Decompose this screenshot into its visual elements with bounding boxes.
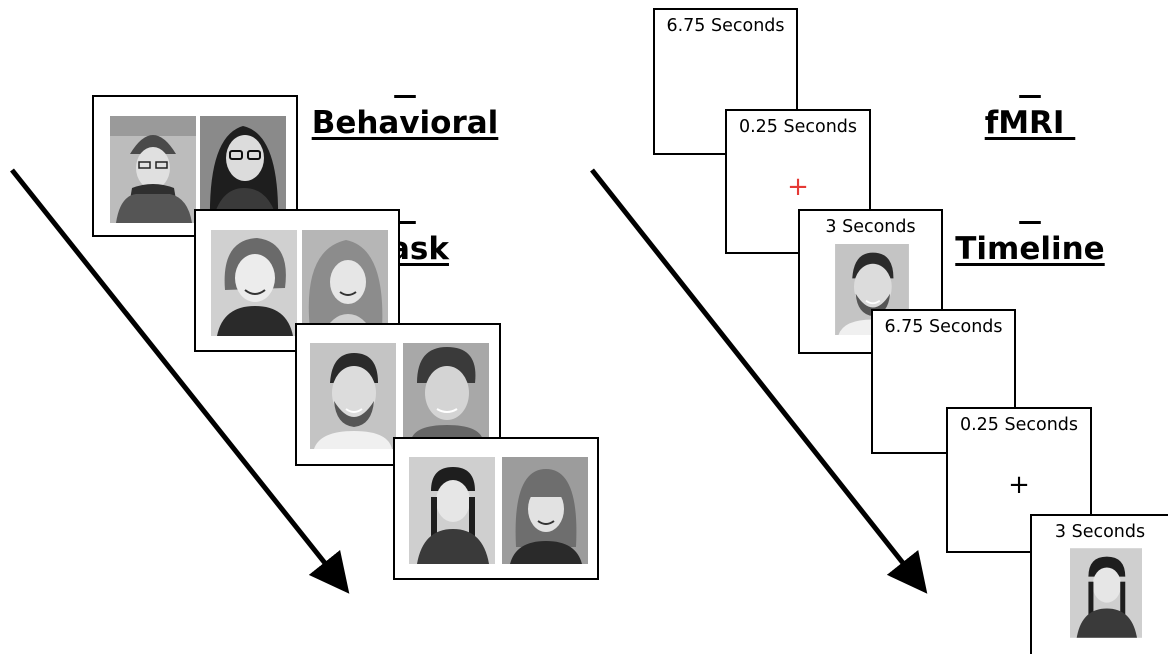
fmri-time-arrow	[590, 168, 928, 594]
fmri-slide-5: 0.25 Seconds +	[946, 407, 1092, 553]
slide-duration-label: 6.75 Seconds	[666, 16, 785, 36]
behavioral-title: Behavioral Task	[300, 18, 510, 312]
slide-duration-label: 0.25 Seconds	[959, 415, 1079, 435]
face-photo-woman-braids	[1070, 548, 1142, 638]
face-pair-card-1	[92, 95, 298, 237]
face-photo-woman-beanie	[110, 116, 196, 223]
face-photo-woman-braids	[409, 457, 495, 564]
slide-duration-label: 0.25 Seconds	[738, 117, 858, 137]
slide-duration-label: 3 Seconds	[825, 217, 916, 237]
face-photo-man-curly-hair	[403, 343, 489, 440]
face-photo-man-beard	[310, 343, 396, 449]
behavioral-time-arrow	[10, 168, 350, 594]
face-photo-woman-glasses	[200, 116, 286, 223]
face-pair-card-4	[393, 437, 599, 580]
fixation-cross-black: +	[1008, 470, 1030, 500]
face-photo-woman-smiling	[211, 230, 297, 336]
fixation-cross-red: +	[787, 172, 809, 202]
face-photo-woman-wavy-hair	[302, 230, 388, 336]
slide-duration-label: 6.75 Seconds	[884, 317, 1003, 337]
slide-duration-label: 3 Seconds	[1054, 522, 1146, 542]
fmri-title: fMRI Timeline	[935, 18, 1125, 312]
fmri-slide-6: 3 Seconds	[1030, 514, 1168, 654]
behavioral-title-line1: Behavioral	[311, 105, 499, 141]
fmri-title-line1: fMRI	[984, 105, 1076, 141]
fmri-title-line2: Timeline	[955, 231, 1105, 267]
face-photo-woman-bangs	[502, 457, 588, 564]
